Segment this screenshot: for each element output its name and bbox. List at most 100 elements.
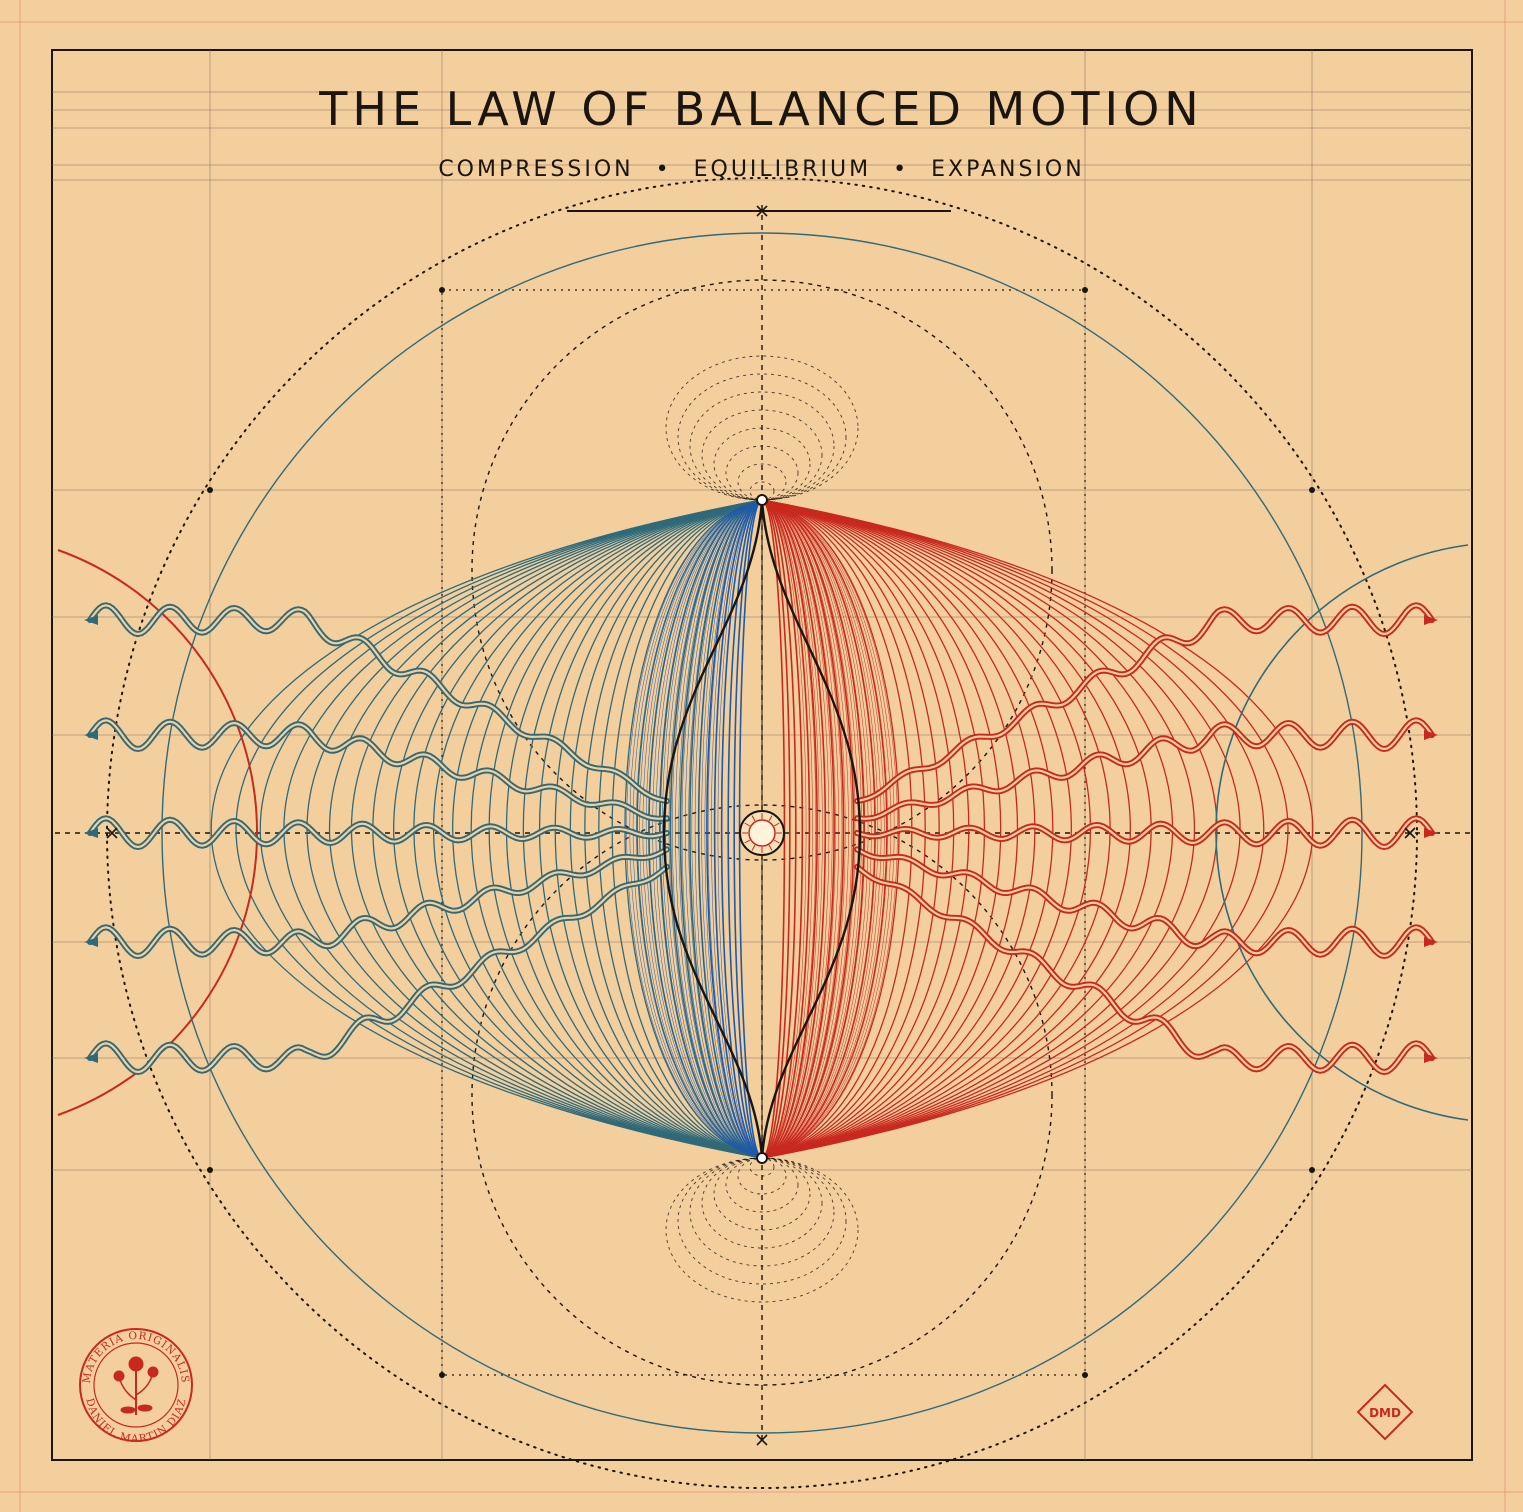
expansion-field-line bbox=[761, 499, 827, 1159]
compression-field-line bbox=[706, 499, 763, 1159]
wave-arrow-highlight bbox=[855, 865, 1434, 1074]
sun-ray bbox=[773, 822, 780, 827]
expansion-field-line bbox=[761, 499, 817, 1159]
compression-field-line bbox=[659, 499, 763, 1159]
upper-pole-ellipse bbox=[725, 445, 799, 501]
expansion-field-line bbox=[761, 499, 855, 1159]
expansion-field-line bbox=[761, 499, 926, 1159]
compression-field-line bbox=[598, 499, 763, 1159]
subtitle-separator: • bbox=[893, 157, 910, 182]
compression-field-line bbox=[235, 499, 763, 1159]
compression-field-line bbox=[697, 499, 763, 1159]
expansion-field-line bbox=[761, 499, 833, 1159]
arrow-right-icon bbox=[1424, 1053, 1438, 1063]
compression-field-line bbox=[698, 499, 763, 1159]
compression-field-line bbox=[691, 499, 763, 1159]
compression-field-line bbox=[393, 499, 763, 1159]
expansion-field-line bbox=[761, 499, 810, 1159]
compression-field-line bbox=[694, 499, 763, 1159]
expansion-field-line bbox=[761, 499, 813, 1159]
expansion-field-line bbox=[761, 499, 836, 1159]
expansion-field-line bbox=[761, 499, 797, 1159]
compression-field-line bbox=[681, 499, 763, 1159]
monogram-text: DMD bbox=[1369, 1406, 1401, 1420]
compression-field-line bbox=[717, 499, 763, 1159]
expansion-field-line bbox=[761, 499, 830, 1159]
wave-arrow-highlight bbox=[855, 848, 1434, 958]
arrow-right-icon bbox=[1424, 937, 1438, 947]
expansion-field-line bbox=[761, 499, 859, 1159]
expansion-field-line bbox=[761, 499, 839, 1159]
expansion-field-line bbox=[761, 499, 1314, 1159]
construction-dot bbox=[207, 487, 213, 493]
cross-mark-icon bbox=[106, 827, 118, 839]
sun-ray bbox=[768, 815, 773, 822]
arrow-right-icon bbox=[1424, 828, 1438, 838]
compression-field-line bbox=[538, 499, 763, 1159]
compression-field-line bbox=[470, 499, 763, 1159]
monogram-mark: DMD bbox=[1356, 1383, 1414, 1441]
compression-field-line bbox=[689, 499, 763, 1159]
right-blue-arc bbox=[1215, 544, 1469, 1121]
expansion-field-line bbox=[761, 499, 835, 1159]
upper-dashed-circle bbox=[471, 279, 1053, 861]
compression-field-line bbox=[569, 499, 763, 1159]
wave-arrow-highlight bbox=[855, 817, 1434, 849]
expansion-field-line bbox=[761, 499, 940, 1159]
expansion-field-line bbox=[761, 499, 843, 1159]
cross-mark-icon bbox=[1404, 827, 1416, 839]
compression-field-line bbox=[727, 499, 763, 1159]
arrow-left-icon bbox=[84, 730, 98, 740]
subtitle: COMPRESSION•EQUILIBRIUM•EXPANSION bbox=[0, 157, 1523, 182]
subtitle-separator: • bbox=[655, 157, 672, 182]
expansion-field-line bbox=[761, 499, 807, 1159]
construction-dot bbox=[1082, 1372, 1088, 1378]
expansion-field-line bbox=[761, 499, 986, 1159]
compression-field-line bbox=[733, 499, 763, 1159]
compression-field-line bbox=[711, 499, 763, 1159]
expansion-field-line bbox=[761, 499, 1265, 1159]
compression-field-line bbox=[669, 499, 763, 1159]
compression-field-line bbox=[675, 499, 763, 1159]
wave-arrow-highlight bbox=[88, 719, 669, 820]
expansion-field-line bbox=[761, 499, 862, 1159]
outer-blue-ring bbox=[161, 232, 1363, 1434]
subtitle-expansion: EXPANSION bbox=[931, 157, 1085, 182]
wave-arrow-body bbox=[854, 846, 1435, 960]
expansion-field-line bbox=[761, 499, 1289, 1159]
compression-field-line bbox=[584, 499, 763, 1159]
sun-ray bbox=[751, 844, 756, 851]
sun-ray bbox=[768, 844, 773, 851]
compression-field-line bbox=[688, 499, 763, 1159]
compression-field-line bbox=[329, 499, 763, 1159]
expansion-field-line bbox=[761, 499, 826, 1159]
expansion-field-line bbox=[761, 499, 818, 1159]
compression-field-line bbox=[720, 499, 763, 1159]
compression-field-line bbox=[636, 499, 763, 1159]
lower-pole-ellipse bbox=[665, 1157, 859, 1303]
wave-arrow-highlight bbox=[855, 719, 1434, 820]
expansion-field-line bbox=[761, 499, 791, 1159]
compression-field-line bbox=[452, 499, 763, 1159]
compression-field-line bbox=[522, 499, 763, 1159]
expansion-field-line bbox=[761, 499, 1072, 1159]
poles bbox=[756, 494, 768, 1164]
page-title: THE LAW OF BALANCED MOTION bbox=[319, 82, 1204, 136]
wave-arrows bbox=[84, 602, 1438, 1076]
expansion-field-line bbox=[761, 499, 865, 1159]
compression-field-line bbox=[714, 499, 763, 1159]
compression-field-line bbox=[210, 499, 763, 1159]
construction-dot bbox=[439, 1372, 445, 1378]
compression-field-line bbox=[707, 499, 763, 1159]
compression-field-line bbox=[720, 499, 763, 1159]
arrow-left-icon bbox=[84, 1053, 98, 1063]
expansion-field-line bbox=[761, 499, 853, 1159]
compression-field-line bbox=[259, 499, 763, 1159]
equilibrium-boundary bbox=[662, 499, 862, 1159]
compression-field-line bbox=[685, 499, 763, 1159]
cross-marks bbox=[106, 205, 1416, 1446]
expansion-field-line bbox=[761, 499, 846, 1159]
construction-dot bbox=[1082, 287, 1088, 293]
upper-pole-ellipse bbox=[665, 355, 859, 501]
